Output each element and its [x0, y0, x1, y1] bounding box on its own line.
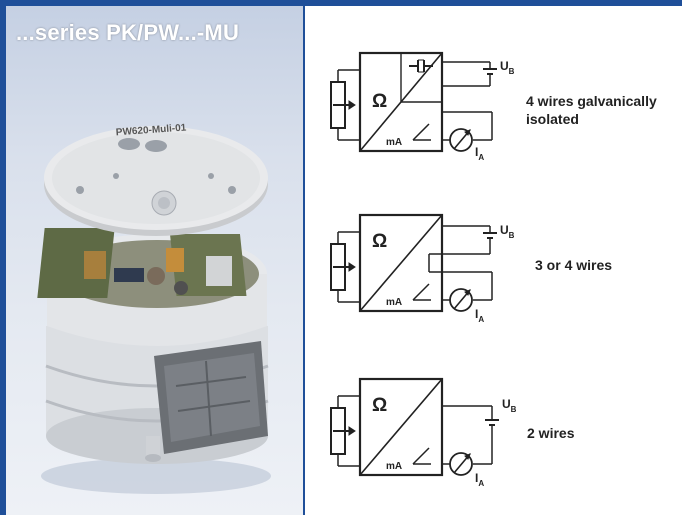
device-model-label: PW620-Muli-01: [115, 122, 187, 138]
top-border: [0, 0, 682, 6]
ohm-symbol-2: Ω: [372, 231, 387, 252]
transmitter-device-image: PW620-Muli-01: [37, 122, 271, 494]
wiring-diagrams-panel: Ω mA UB IA Ω mA UB IA Ω mA UB IA 4 wires…: [305, 6, 682, 515]
circuit-1-label: 4 wires galvanically isolated: [526, 92, 657, 128]
current-label-2: IA: [475, 307, 484, 324]
circuit-2-wire: [330, 377, 499, 477]
supply-label-2: UB: [500, 223, 515, 240]
supply-label-3: UB: [502, 397, 517, 414]
ohm-symbol-1: Ω: [372, 91, 387, 112]
current-label-3: IA: [475, 471, 484, 488]
circuit-4-wire-isolated: [330, 51, 497, 153]
left-border: [0, 0, 6, 515]
panel-divider: [303, 6, 305, 515]
product-photo-panel: ...series PK/PW...-MU: [6, 6, 303, 515]
circuit-1-label-line1: 4 wires galvanically: [526, 93, 657, 109]
ma-label-2: mA: [386, 297, 402, 308]
circuit-2-label: 3 or 4 wires: [535, 257, 613, 273]
ma-label-3: mA: [386, 461, 402, 472]
series-title: ...series PK/PW...-MU: [16, 20, 240, 45]
circuit-3-or-4-wire: [330, 213, 497, 313]
ohm-symbol-3: Ω: [372, 395, 387, 416]
current-label-1: IA: [475, 145, 484, 162]
ma-label-1: mA: [386, 137, 402, 148]
circuit-3-label: 2 wires: [527, 425, 575, 441]
circuit-1-label-line2: isolated: [526, 111, 579, 127]
wiring-diagrams: Ω mA UB IA Ω mA UB IA Ω mA UB IA: [330, 51, 517, 488]
supply-label-1: UB: [500, 59, 515, 76]
